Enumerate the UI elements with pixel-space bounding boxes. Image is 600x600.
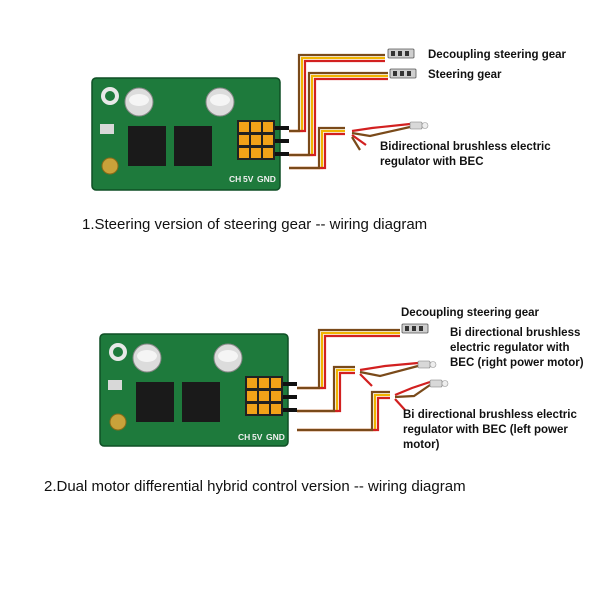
caption-section-1: 1.Steering version of steering gear -- w…: [82, 216, 428, 233]
wires-1: [289, 53, 411, 170]
servo-connector-decoupling-2: [401, 323, 429, 334]
esc-plug-left-2: [429, 379, 449, 388]
pin-label-5v-2: 5V: [252, 432, 263, 442]
label-decoupling-steering-gear-1: Decoupling steering gear: [428, 49, 567, 61]
pin-label-gnd-1: GND: [257, 174, 276, 184]
pin-label-5v-1: 5V: [243, 174, 254, 184]
pin-label-ch-1: CH: [229, 174, 242, 184]
label-esc-left-2: Bi directional brushless electric regula…: [403, 409, 577, 451]
label-steering-gear-1: Steering gear: [428, 69, 502, 81]
esc-plug-right-2: [417, 360, 437, 369]
label-decoupling-steering-gear-2: Decoupling steering gear: [401, 307, 540, 319]
servo-connector-steering-1: [389, 68, 417, 79]
label-esc-right-2: Bi directional brushless electric regula…: [450, 327, 584, 369]
pin-label-ch-2: CH: [238, 432, 251, 442]
caption-section-2: 2.Dual motor differential hybrid control…: [44, 478, 466, 495]
esc-plug-1: [409, 121, 429, 130]
label-esc-1: Bidirectional brushless electric regulat…: [380, 141, 551, 168]
pin-label-gnd-2: GND: [266, 432, 285, 442]
pcb-board-2: [99, 333, 298, 447]
wires-2: [297, 328, 431, 432]
servo-connector-decoupling-1: [387, 48, 415, 59]
